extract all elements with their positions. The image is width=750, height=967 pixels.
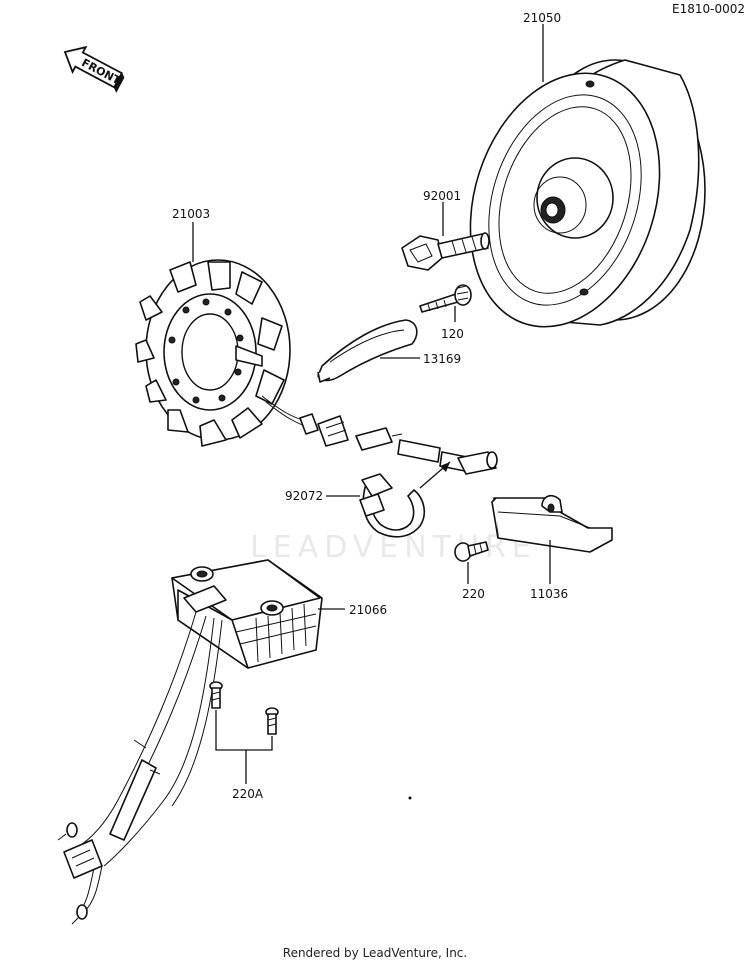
bolt-92001	[401, 232, 490, 271]
label-92001: 92001	[423, 189, 461, 203]
label-120: 120	[441, 327, 464, 341]
label-220A: 220A	[232, 787, 264, 801]
label-21050: 21050	[523, 11, 561, 25]
label-92072: 92072	[285, 489, 323, 503]
guide-13169	[317, 319, 418, 383]
clamp-92072	[359, 473, 426, 538]
screw-120	[419, 284, 472, 313]
footer-credit: Rendered by LeadVenture, Inc.	[282, 946, 468, 960]
stator-wiring	[261, 395, 498, 475]
label-220: 220	[462, 587, 485, 601]
regulator-wiring	[57, 611, 223, 925]
label-21003: 21003	[172, 207, 210, 221]
cover-11036	[491, 494, 613, 553]
screws-220A	[209, 681, 279, 735]
front-arrow-icon: FRONT	[63, 45, 125, 93]
diagram-code: E1810-0002	[672, 2, 745, 16]
rotor-21050	[469, 59, 706, 328]
stator-21003	[135, 259, 291, 447]
label-13169: 13169	[423, 352, 461, 366]
screw-220	[454, 541, 489, 562]
label-21066: 21066	[349, 603, 387, 617]
label-11036: 11036	[530, 587, 568, 601]
